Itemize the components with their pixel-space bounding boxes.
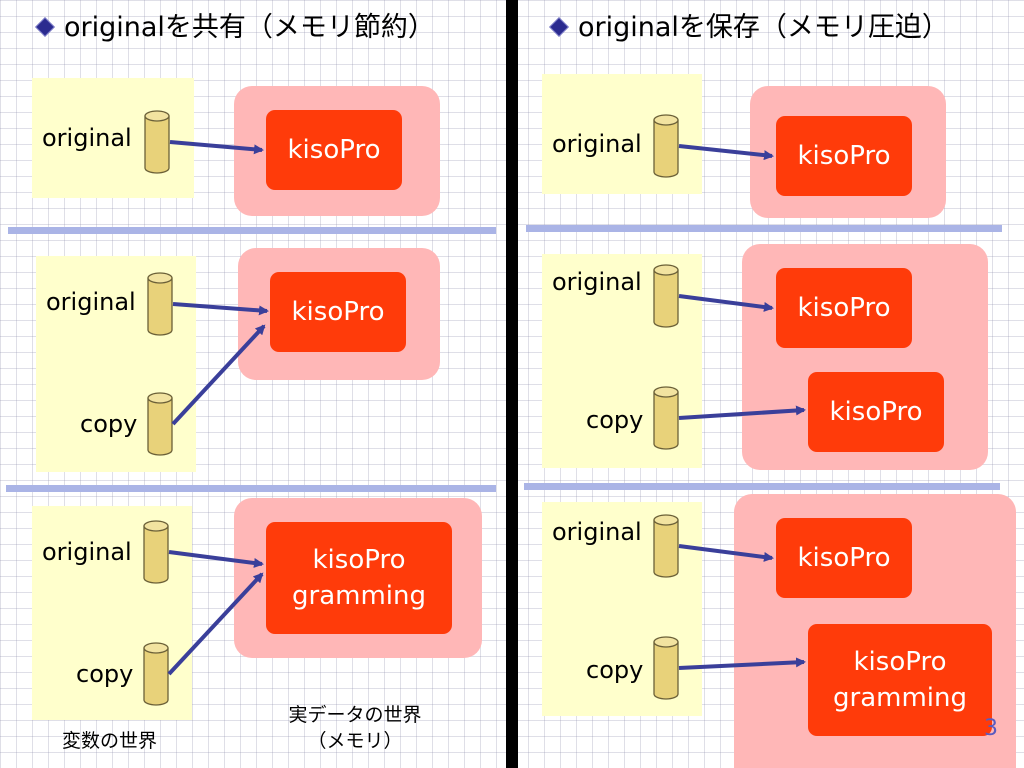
center-divider — [506, 0, 518, 768]
data-box-text: kisoPro — [829, 397, 923, 427]
data-box-text-line1: kisoPro — [853, 647, 947, 677]
data-box-text: kisoPro — [797, 141, 891, 171]
right-heading-text: originalを保存（メモリ圧迫） — [578, 12, 949, 43]
data-box-text: kisoPro — [291, 297, 385, 327]
variable-label-copy: copy — [586, 656, 644, 684]
reference-arrow — [167, 572, 264, 676]
variable-cylinder-icon — [143, 520, 169, 584]
right-heading: originalを保存（メモリ圧迫） — [548, 12, 949, 44]
variable-cylinder-icon — [653, 264, 679, 328]
variable-label-original: original — [46, 288, 136, 316]
variable-label-original: original — [42, 538, 132, 566]
variable-cylinder-icon — [144, 110, 170, 174]
data-box-text: kisoPro — [797, 293, 891, 323]
reference-arrow — [168, 550, 264, 568]
left-separator-1 — [8, 227, 496, 234]
reference-arrow — [169, 140, 264, 155]
data-box: kisoPro — [266, 110, 402, 190]
left-heading-text: originalを共有（メモリ節約） — [64, 12, 435, 43]
cylinder-layer — [143, 110, 679, 706]
caption-memory-line2: （メモリ） — [307, 730, 403, 752]
reference-arrow — [678, 544, 774, 562]
reference-arrow — [678, 405, 806, 420]
variable-label-copy: copy — [80, 410, 138, 438]
variable-label-original: original — [42, 124, 132, 152]
variable-label-original: original — [552, 268, 642, 296]
caption-variables: 変数の世界 — [62, 730, 158, 752]
variable-cylinder-icon — [653, 636, 679, 700]
variable-cylinder-icon — [653, 114, 679, 178]
variable-cylinder-icon — [653, 514, 679, 578]
variable-cylinder-icon — [147, 272, 173, 336]
data-box: kisoPro — [776, 518, 912, 598]
left-heading: originalを共有（メモリ節約） — [34, 12, 435, 44]
right-separator-1 — [526, 225, 1002, 232]
data-box-text-line2: gramming — [292, 581, 426, 611]
data-box: kisoPro — [776, 268, 912, 348]
variable-cylinder-icon — [653, 386, 679, 450]
variable-cylinder-icon — [147, 392, 173, 456]
data-box-text: kisoPro — [287, 135, 381, 165]
reference-arrow — [678, 294, 774, 312]
data-box: kisoPro — [808, 372, 944, 452]
page-number: 3 — [984, 716, 998, 741]
left-separator-2 — [6, 485, 496, 492]
data-box: kisoPro — [776, 116, 912, 196]
variable-label-original: original — [552, 518, 642, 546]
data-box-text-line1: kisoPro — [312, 545, 406, 575]
reference-arrow — [171, 324, 266, 426]
reference-arrow — [172, 302, 269, 316]
caption-memory-line1: 実データの世界 — [288, 704, 422, 726]
data-box: kisoPro — [270, 272, 406, 352]
data-box: kisoPro gramming — [808, 624, 992, 736]
data-box-text-line2: gramming — [833, 683, 967, 713]
reference-arrow — [678, 144, 774, 161]
reference-arrow — [678, 657, 806, 670]
variable-label-copy: copy — [586, 406, 644, 434]
variable-label-copy: copy — [76, 660, 134, 688]
arrow-layer — [167, 140, 806, 676]
data-box: kisoPro gramming — [266, 522, 452, 634]
variable-label-original: original — [552, 130, 642, 158]
variable-cylinder-icon — [143, 642, 169, 706]
data-box-text: kisoPro — [797, 543, 891, 573]
right-separator-2 — [524, 483, 1000, 490]
